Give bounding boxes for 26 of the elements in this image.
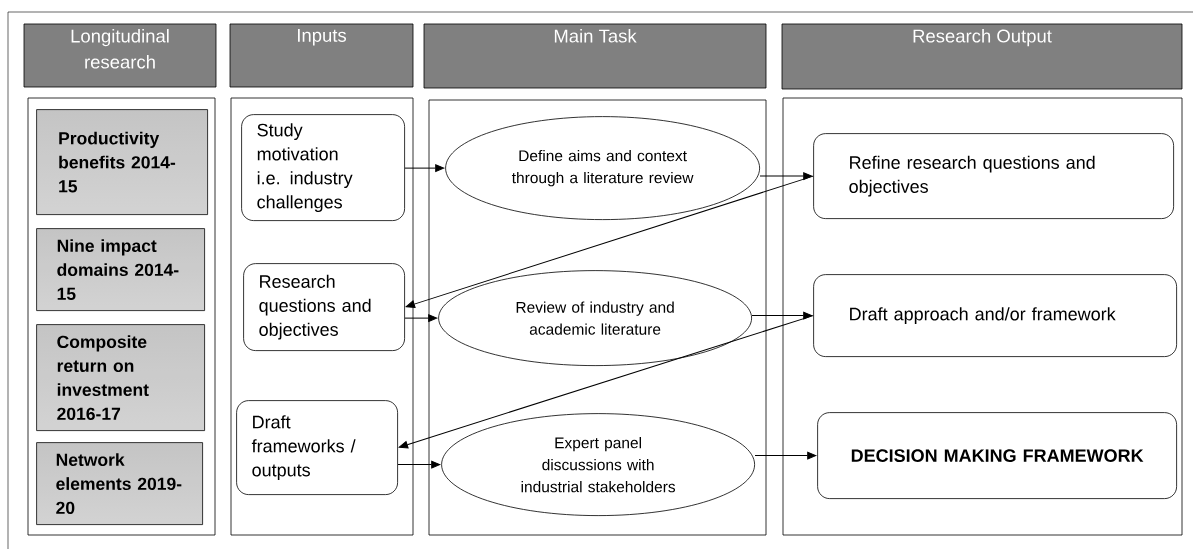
input-box: Study motivation i.e. industry challenges [241, 114, 405, 221]
output-box: DECISION MAKING FRAMEWORK [817, 412, 1177, 499]
period-box: Network elements 2019-20 [36, 442, 203, 525]
header-box: Inputs [229, 23, 414, 88]
header-box: Research Output [781, 23, 1183, 90]
arrow [398, 315, 814, 449]
period-box: Nine impact domains 2014-15 [36, 228, 205, 311]
period-box: Productivity benefits 2014-15 [36, 109, 208, 215]
header-box: Longitudinal research [23, 23, 217, 88]
column-panel [782, 97, 1183, 536]
header-box: Main Task [423, 23, 767, 89]
arrow [404, 314, 438, 322]
column-panel [230, 97, 414, 536]
arrow [751, 311, 813, 320]
input-box: Research questions and objectives [243, 263, 405, 351]
output-box: Refine research questions and objectives [813, 133, 1174, 219]
arrow [405, 175, 814, 308]
output-box: Draft approach and/or framework [813, 274, 1177, 357]
arrow [759, 172, 813, 180]
column-panel [428, 99, 767, 536]
column-panel [27, 97, 216, 536]
input-box: Draft frameworks / outputs [236, 400, 398, 495]
arrow [754, 451, 817, 460]
arrow [404, 164, 445, 172]
arrow [397, 460, 441, 469]
period-box: Composite return on investment 2016-17 [36, 324, 205, 431]
